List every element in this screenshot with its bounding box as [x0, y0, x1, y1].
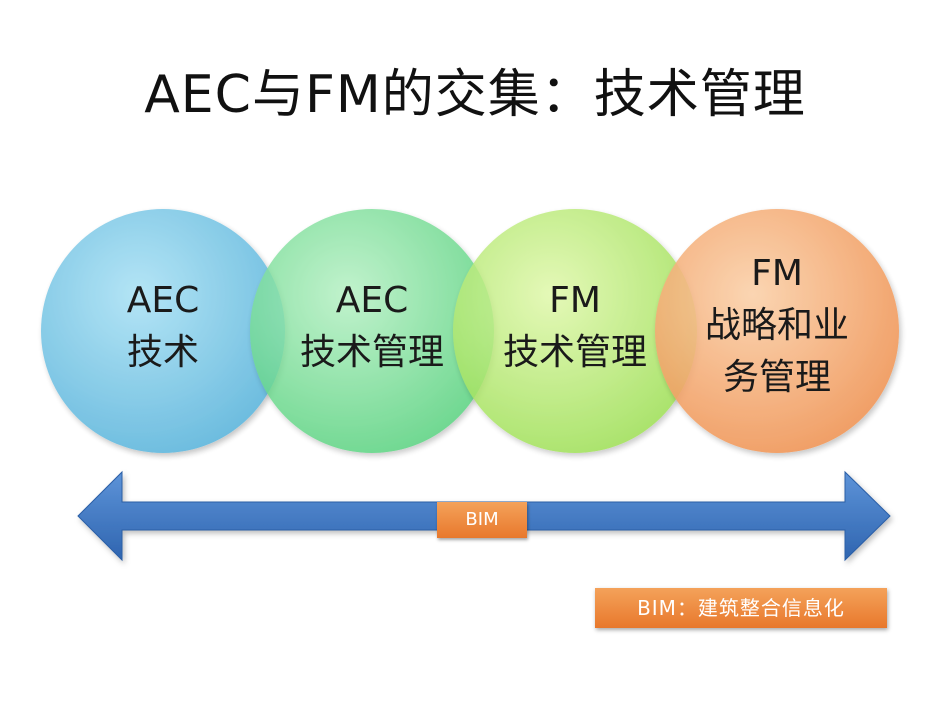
bim-arrow-label: BIM: [437, 502, 527, 538]
circle-label-line: 战略和业: [704, 305, 849, 346]
circle-aec-tech-management: [250, 209, 494, 453]
circle-fm-strategy-management: [655, 209, 899, 453]
circle-label-line: FM: [751, 253, 803, 294]
circle-fm-tech-management: [453, 209, 697, 453]
circle-label-line: AEC: [335, 280, 409, 321]
bim-definition-note: BIM：建筑整合信息化: [595, 588, 887, 628]
circle-label-line: 技术: [126, 332, 199, 373]
circle-label-line: 技术管理: [299, 332, 444, 373]
circle-label-aec-tech: AEC 技术: [83, 275, 243, 379]
slide-title: AEC与FM的交集：技术管理: [144, 65, 806, 125]
circle-label-line: FM: [549, 280, 601, 321]
circle-label-line: AEC: [126, 280, 200, 321]
circle-label-line: 技术管理: [502, 332, 647, 373]
circle-label-fm-strategy-management: FM 战略和业 务管理: [692, 248, 862, 404]
circle-label-fm-tech-management: FM 技术管理: [490, 275, 660, 379]
circle-label-line: 务管理: [722, 357, 831, 398]
circle-aec-tech: [41, 209, 285, 453]
circle-label-aec-tech-management: AEC 技术管理: [287, 275, 457, 379]
